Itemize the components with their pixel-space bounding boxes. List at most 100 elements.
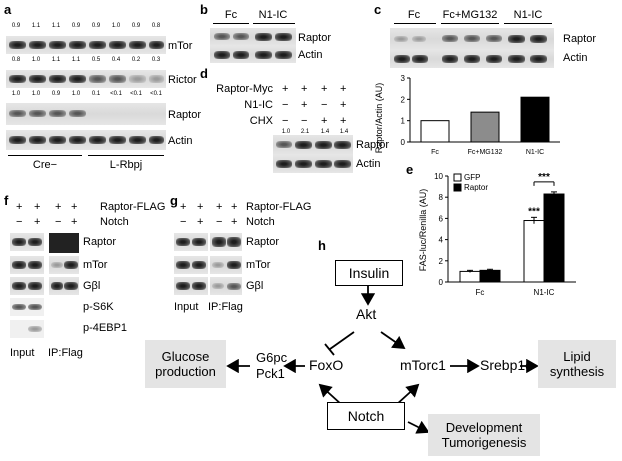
g-row2-sign: + <box>231 216 238 228</box>
d-quant-value: 1.4 <box>320 129 330 135</box>
g-footer-input: Input <box>174 301 199 313</box>
chart-c-category-label: N1-IC <box>526 149 544 156</box>
panel-a-mtor-value: 0.9 <box>91 23 101 29</box>
col-c-fcmg132: Fc+MG132 <box>442 9 498 21</box>
d-row3-sign: + <box>321 115 328 127</box>
blot-f-mtor-ip <box>49 256 79 274</box>
chart-c-bar <box>520 96 550 143</box>
blot-a-raptor <box>6 103 166 125</box>
panel-a-mtor-value: 1.1 <box>51 23 61 29</box>
c-line-1 <box>394 23 436 24</box>
band-label-a-rictor: Rictor <box>168 74 197 86</box>
panel-a-raptor-value: 0.1 <box>91 91 101 97</box>
chart-e-ytick-label: 0 <box>439 278 444 287</box>
panel-a-rictor-value: 1.0 <box>31 57 41 63</box>
blot-f-raptor-ip <box>49 233 79 253</box>
outcome-dev-line1: Development <box>445 420 523 435</box>
band-label-f-ps6k: p-S6K <box>83 301 114 313</box>
d-row2-sign: + <box>301 99 308 111</box>
f-row1-sign: + <box>55 201 62 213</box>
panel-a-mtor-value: 1.0 <box>111 23 121 29</box>
col-c-n1ic: N1-IC <box>513 9 543 21</box>
outcome-glucose-line1: Glucose <box>161 349 210 364</box>
b-line-1 <box>213 23 249 24</box>
band-label-f-gbl: Gβl <box>83 280 101 292</box>
chart-e-ytick-label: 2 <box>439 257 444 266</box>
band-label-a-raptor: Raptor <box>168 109 202 121</box>
panel-a-rictor-value: 1.1 <box>71 57 81 63</box>
node-notch: Notch <box>327 402 405 430</box>
blot-g-raptor-input <box>174 233 208 251</box>
chart-c-bar <box>420 120 450 143</box>
chart-e-ytick-label: 8 <box>439 193 444 202</box>
node-insulin-label: Insulin <box>348 265 390 281</box>
band-label-f-mtor: mTor <box>83 259 108 271</box>
chart-c-category-label: Fc+MG132 <box>468 149 503 156</box>
blot-a-mtor <box>6 36 166 54</box>
blot-f-raptor-input <box>10 233 44 251</box>
outcome-lipid-line1: Lipid <box>563 349 591 364</box>
panel-a-raptor-value: 0.9 <box>51 91 61 97</box>
chart-e-ytick-label: 10 <box>434 172 443 181</box>
panel-a-rictor-value: 0.2 <box>131 57 141 63</box>
band-label-g-gbl: Gβl <box>246 280 264 292</box>
arrow-akt-mtorc1 <box>380 331 406 350</box>
panel-c-letter: c <box>374 2 382 17</box>
d-row1-sign: + <box>340 83 347 95</box>
chart-e-ytick-label: 6 <box>439 214 444 223</box>
d-row3-sign: + <box>340 115 347 127</box>
panel-d-letter: d <box>200 66 208 81</box>
panel-a-mtor-value: 0.8 <box>151 23 161 29</box>
f-row2-sign: − <box>55 216 62 228</box>
chart-c-ytick-label: 1 <box>401 117 406 126</box>
panel-a-rictor-value: 0.5 <box>91 57 101 63</box>
panel-a-raptor-value: 1.0 <box>31 91 41 97</box>
g-row1-sign: + <box>231 201 238 213</box>
f-row1-label: Raptor-FLAG <box>100 201 166 213</box>
blot-g-mtor-ip <box>210 256 242 274</box>
blot-c-raptor <box>390 28 554 50</box>
chart-e-ytick-label: 4 <box>439 236 444 245</box>
band-label-d-raptor: Raptor <box>356 139 390 151</box>
panel-a-rictor-value: 0.3 <box>151 57 161 63</box>
f-row1-sign: + <box>34 201 41 213</box>
chart-e-significance-gfp: *** <box>528 206 540 217</box>
group-label-lrbpj: L-Rbpj <box>109 159 143 171</box>
chart-e-category-label: Fc <box>476 288 485 297</box>
f-row1-sign: + <box>71 201 78 213</box>
group-line-cre <box>8 155 82 156</box>
g-row1-sign: + <box>197 201 204 213</box>
panel-a-raptor-value: <0.1 <box>110 91 122 97</box>
d-row2-label: N1-IC <box>244 99 273 111</box>
band-label-f-p4ebp1: p-4EBP1 <box>83 322 128 334</box>
node-akt: Akt <box>356 306 377 322</box>
arrow-notch-development <box>407 420 430 434</box>
d-row2-sign: − <box>282 99 289 111</box>
panel-g-letter: g <box>170 193 178 208</box>
chart-e-legend-swatch <box>453 183 462 192</box>
band-label-c-actin: Actin <box>563 52 588 64</box>
d-row2-sign: + <box>340 99 347 111</box>
node-srebp1c: Srebp1c <box>480 357 533 373</box>
chart-c-ytick-label: 2 <box>401 95 406 104</box>
chart-c-ytick-label: 3 <box>401 74 406 83</box>
group-label-cre: Cre− <box>32 159 58 171</box>
blot-b-raptor <box>210 28 296 46</box>
blot-b-actin <box>210 46 296 63</box>
panel-a-mtor-value: 1.1 <box>31 23 41 29</box>
node-notch-label: Notch <box>347 408 385 424</box>
panel-e-letter: e <box>406 162 414 177</box>
blot-a-actin <box>6 130 166 150</box>
chart-e-legend-label: GFP <box>464 173 480 182</box>
b-line-2 <box>253 23 295 24</box>
c-line-2 <box>441 23 499 24</box>
d-row3-label: CHX <box>249 115 273 127</box>
g-row2-sign: + <box>197 216 204 228</box>
d-row2-sign: − <box>321 99 328 111</box>
node-insulin: Insulin <box>335 260 403 286</box>
g-footer-ipflag: IP:Flag <box>208 301 243 313</box>
g-row2-sign: − <box>216 216 223 228</box>
